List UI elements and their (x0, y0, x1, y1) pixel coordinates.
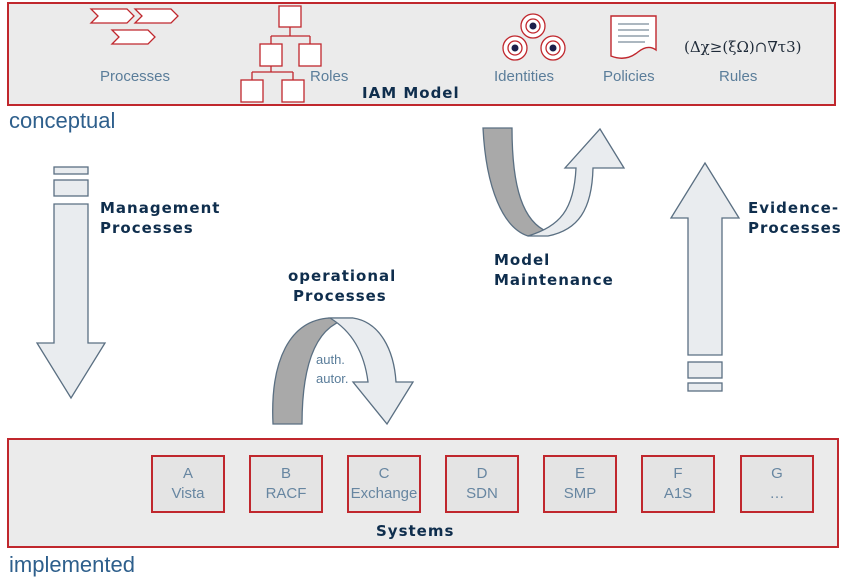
system-letter: D (476, 465, 488, 482)
system-letter: F (673, 465, 683, 482)
rules-formula: (Δχ≥(ξΩ)∩∇τ3) (684, 38, 802, 56)
evidence-processes-label: Evidence- Processes (748, 199, 842, 237)
management-processes-label: Management Processes (100, 199, 221, 237)
model-item-rules-label: Rules (719, 68, 758, 85)
identities-icon (502, 13, 566, 61)
model-item-roles-label: Roles (310, 68, 349, 85)
system-a-box: A Vista (151, 455, 225, 513)
model-item-processes-label: Processes (100, 68, 171, 85)
systems-title: Systems (376, 522, 455, 540)
system-e-box: E SMP (543, 455, 617, 513)
system-d-box: D SDN (445, 455, 519, 513)
process-chevrons-icon (89, 8, 179, 45)
system-b-box: B RACF (249, 455, 323, 513)
policy-document-icon (610, 15, 657, 59)
system-name: Vista (171, 485, 205, 502)
system-letter: E (574, 465, 585, 482)
role-hierarchy-icon (240, 5, 322, 103)
operational-processes-label: operational Processes (288, 267, 397, 305)
system-name: SMP (563, 485, 597, 502)
system-name: … (769, 485, 785, 502)
system-name: Exchange (350, 485, 418, 502)
system-letter: A (182, 465, 193, 482)
model-maintenance-label: Model Maintenance (494, 251, 614, 289)
iam-model-title: IAM Model (362, 84, 460, 102)
operational-auth-notes: auth. autor. (316, 352, 349, 386)
system-f-box: F A1S (641, 455, 715, 513)
system-name: RACF (265, 485, 307, 502)
conceptual-layer-label: conceptual (9, 108, 116, 133)
model-item-policies-label: Policies (603, 68, 655, 85)
implemented-layer-label: implemented (9, 552, 135, 577)
system-name: A1S (663, 485, 693, 502)
system-letter: B (280, 465, 291, 482)
system-letter: G (771, 465, 783, 482)
model-item-identities-label: Identities (494, 68, 555, 85)
system-g-box: G … (740, 455, 814, 513)
system-name: SDN (466, 485, 498, 502)
system-letter: C (378, 465, 390, 482)
system-c-box: C Exchange (347, 455, 421, 513)
